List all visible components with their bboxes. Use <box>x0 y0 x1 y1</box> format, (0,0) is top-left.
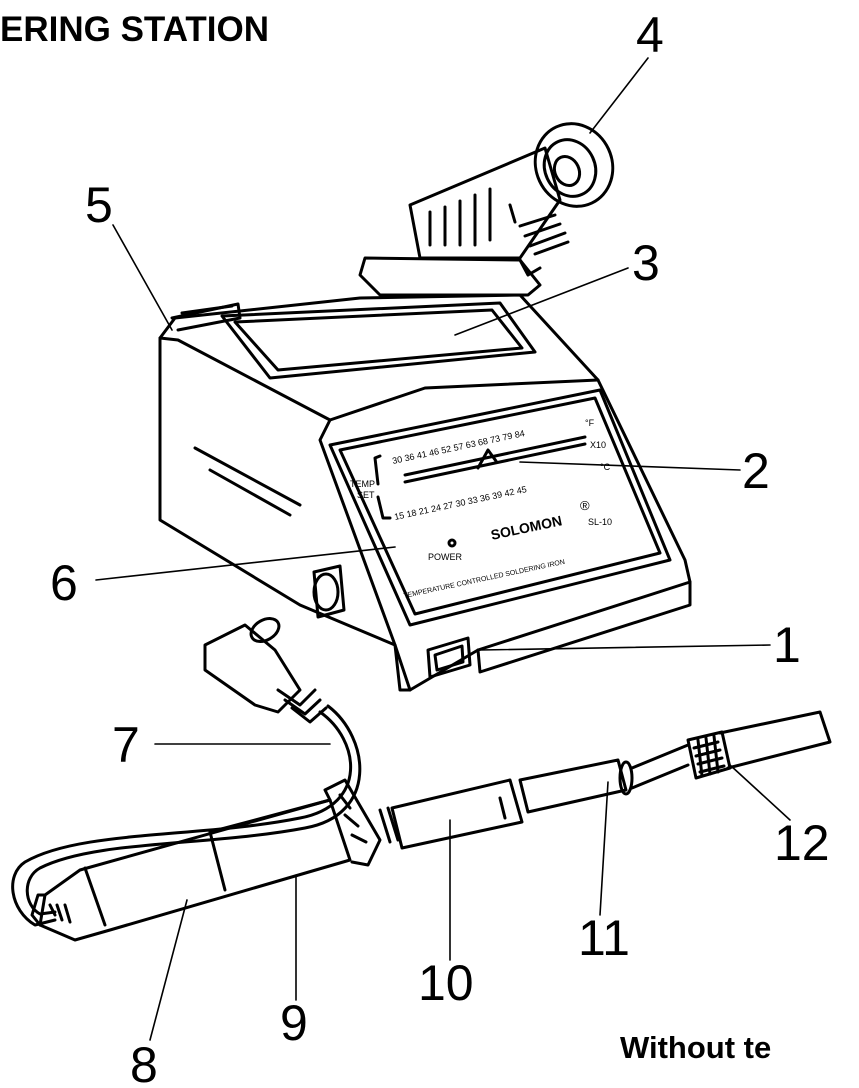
leader-12 <box>729 764 791 821</box>
registered-mark: ® <box>580 498 590 513</box>
unit-celsius: °C <box>600 462 611 472</box>
callout-5: 5 <box>85 177 113 233</box>
callout-7: 7 <box>112 717 140 773</box>
leader-5 <box>112 224 173 331</box>
leader-4 <box>589 57 649 134</box>
power-label: POWER <box>428 552 463 562</box>
power-cord <box>11 617 362 927</box>
callout-10: 10 <box>418 955 474 1011</box>
c-scale: 15 18 21 24 27 30 33 36 39 42 45 <box>393 484 527 522</box>
panel-caption: TEMPERATURE CONTROLLED SOLDERING IRON <box>403 559 566 600</box>
leader-6 <box>95 546 396 581</box>
model-label: SL-10 <box>588 517 612 527</box>
temperature-slider[interactable] <box>403 435 587 484</box>
callout-numbers: 1 2 3 4 5 6 7 8 9 10 11 12 <box>50 7 830 1088</box>
tip-assembly <box>518 743 690 814</box>
multiplier-label: X10 <box>590 440 606 450</box>
station-body <box>158 293 692 692</box>
set-label: SET <box>357 490 375 500</box>
holder-cup <box>533 122 615 208</box>
leader-2 <box>519 461 741 471</box>
iron-handle <box>38 798 352 942</box>
callout-12: 12 <box>774 815 830 871</box>
callout-9: 9 <box>280 995 308 1051</box>
page-title: ERING STATION <box>0 10 269 49</box>
spare-tip <box>686 710 832 780</box>
callout-1: 1 <box>773 617 801 673</box>
temp-label: TEMP <box>350 479 375 489</box>
callout-4: 4 <box>636 7 664 63</box>
power-lamp <box>447 538 457 548</box>
callout-11: 11 <box>578 910 630 966</box>
leader-8 <box>149 899 188 1041</box>
leader-3 <box>454 267 629 336</box>
callout-2: 2 <box>742 443 770 499</box>
power-switch[interactable] <box>426 636 472 679</box>
footer-note: Without te <box>620 1030 772 1065</box>
brand-logo-text: SOLOMON <box>489 512 563 543</box>
unit-fahrenheit: °F <box>585 418 595 428</box>
callout-6: 6 <box>50 555 78 611</box>
front-panel <box>328 388 672 627</box>
sponge-tray <box>220 301 537 380</box>
leader-11 <box>599 781 609 916</box>
callout-8: 8 <box>130 1037 158 1088</box>
leader-1 <box>479 644 771 651</box>
tip-sleeve <box>518 758 628 814</box>
heating-element <box>390 778 524 850</box>
iron-holder <box>358 122 615 297</box>
callout-3: 3 <box>632 235 660 291</box>
leader-lines <box>95 57 791 1041</box>
soldering-iron <box>30 778 524 942</box>
